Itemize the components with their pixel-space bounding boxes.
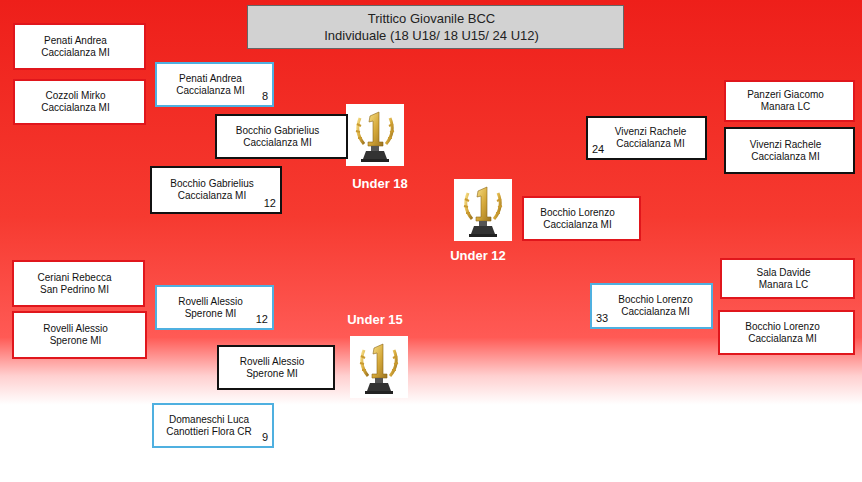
player-name: Vivenzi Rachele: [615, 126, 687, 138]
player-box: Cozzoli MirkoCaccialanza MI: [13, 79, 146, 125]
club-name: Caccialanza MI: [751, 151, 819, 163]
player-name: Penati Andrea: [44, 35, 107, 47]
player-box: Domaneschi LucaCanottieri Flora CR 9: [152, 403, 274, 448]
player-box: Penati AndreaCaccialanza MI: [13, 23, 146, 70]
player-name: Vivenzi Rachele: [750, 139, 822, 151]
score-number: 8: [262, 90, 268, 102]
club-name: Sperone MI: [50, 335, 102, 347]
category-label: Under 12: [450, 248, 506, 263]
score-number: 24: [592, 143, 604, 155]
club-name: Sperone MI: [246, 368, 298, 380]
club-name: Caccialanza MI: [616, 138, 684, 150]
score-number: 9: [262, 431, 268, 443]
player-name: Domaneschi Luca: [169, 414, 249, 426]
player-box: Rovelli AlessioSperone MI: [12, 311, 147, 359]
score-number: 33: [596, 312, 608, 324]
club-name: Caccialanza MI: [41, 47, 109, 59]
player-name: Bocchio Gabrielius: [236, 125, 319, 137]
player-name: Penati Andrea: [179, 73, 242, 85]
player-box: Vivenzi RacheleCaccialanza MI: [724, 127, 855, 174]
club-name: Caccialanza MI: [176, 85, 244, 97]
player-box: Bocchio LorenzoCaccialanza MI: [718, 310, 855, 355]
player-box: Bocchio LorenzoCaccialanza MI: [522, 196, 641, 241]
player-box: Bocchio LorenzoCaccialanza MI 33: [590, 283, 713, 329]
player-box: Penati AndreaCaccialanza MI 8: [155, 62, 274, 107]
club-name: Caccialanza MI: [621, 306, 689, 318]
title-text: Trittico Giovanile BCC: [368, 10, 495, 27]
trophy-icon: [346, 104, 404, 166]
player-box: Bocchio GabrieliusCaccialanza MI 12: [150, 166, 282, 214]
club-name: Caccialanza MI: [748, 333, 816, 345]
player-name: Bocchio Lorenzo: [618, 294, 693, 306]
club-name: Canottieri Flora CR: [166, 426, 252, 438]
player-name: Rovelli Alessio: [240, 356, 304, 368]
player-name: Sala Davide: [757, 267, 811, 279]
player-name: Rovelli Alessio: [43, 323, 107, 335]
trophy-icon: [350, 336, 408, 398]
player-box: Vivenzi RacheleCaccialanza MI 24: [586, 116, 707, 160]
player-name: Bocchio Lorenzo: [540, 207, 615, 219]
category-label: Under 15: [347, 312, 403, 327]
club-name: Manara LC: [759, 279, 808, 291]
score-number: 12: [264, 197, 276, 209]
player-name: Panzeri Giacomo: [747, 89, 824, 101]
title-box: Trittico Giovanile BCCIndividuale (18 U1…: [247, 5, 624, 49]
club-name: Caccialanza MI: [41, 102, 109, 114]
player-name: Ceriani Rebecca: [38, 272, 112, 284]
player-box: Ceriani RebeccaSan Pedrino MI: [12, 260, 145, 307]
player-box: Rovelli AlessioSperone MI 12: [155, 285, 274, 330]
player-name: Cozzoli Mirko: [45, 90, 105, 102]
club-name: Manara LC: [761, 101, 810, 113]
trophy-icon: [454, 179, 512, 241]
title-text: Individuale (18 U18/ 18 U15/ 24 U12): [324, 27, 539, 44]
club-name: Caccialanza MI: [243, 137, 311, 149]
player-name: Bocchio Lorenzo: [745, 321, 820, 333]
player-box: Sala DavideManara LC: [720, 258, 855, 299]
player-name: Rovelli Alessio: [178, 296, 242, 308]
club-name: Caccialanza MI: [543, 219, 611, 231]
club-name: Sperone MI: [185, 308, 237, 320]
category-label: Under 18: [352, 176, 408, 191]
player-box: Panzeri GiacomoManara LC: [724, 80, 855, 122]
club-name: San Pedrino MI: [40, 284, 109, 296]
player-box: Rovelli AlessioSperone MI: [217, 345, 335, 390]
player-box: Bocchio GabrieliusCaccialanza MI: [215, 114, 348, 159]
club-name: Caccialanza MI: [178, 190, 246, 202]
score-number: 12: [256, 313, 268, 325]
player-name: Bocchio Gabrielius: [170, 178, 253, 190]
